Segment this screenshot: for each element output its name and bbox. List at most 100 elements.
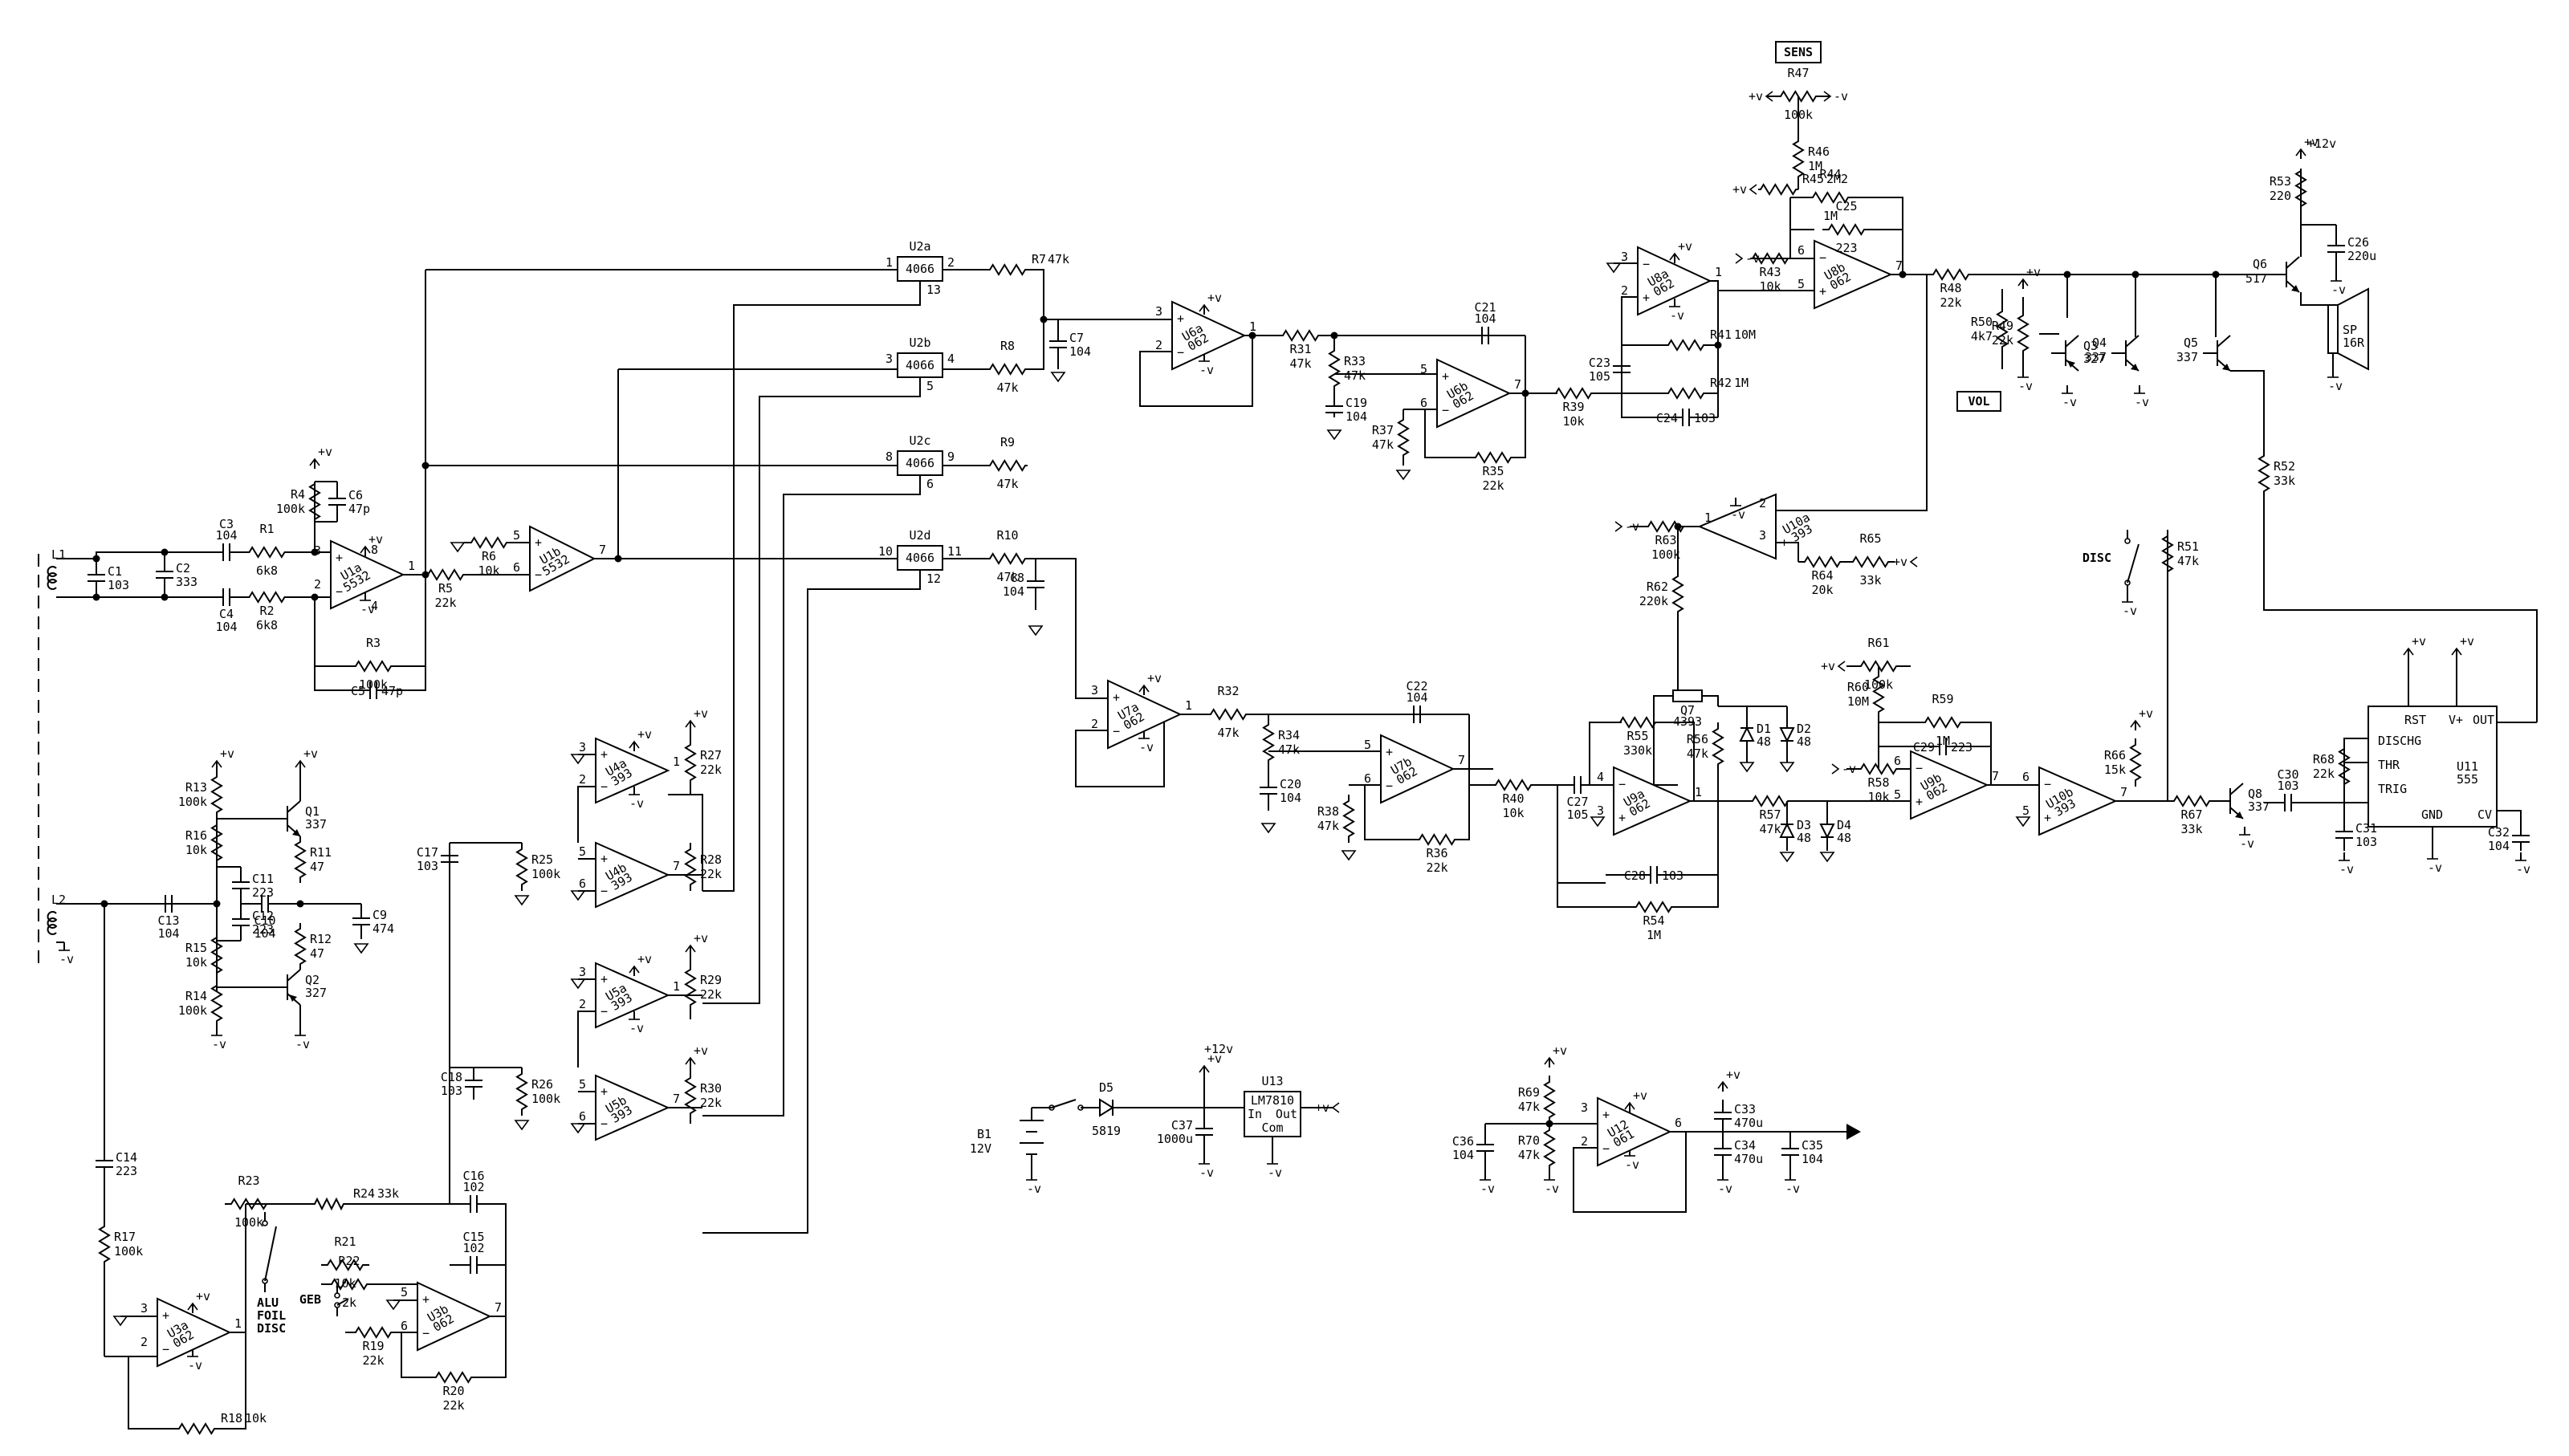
speaker-ref: SP (2343, 323, 2357, 337)
capacitor-value: 103 (417, 859, 438, 873)
resistor-ref: R7 (1032, 252, 1046, 266)
pin-number: 4 (947, 352, 955, 366)
diode-ref: D4 (1837, 818, 1851, 832)
transistor-ref: Q1 (305, 804, 320, 819)
pin-number: 6 (513, 560, 520, 575)
positive-supply-icon (2130, 719, 2141, 728)
output-arrow-icon (1846, 1124, 1861, 1140)
resistor-r5 (425, 568, 466, 581)
resistor-ref: R10 (996, 528, 1018, 543)
opamp-input-sign: + (535, 535, 542, 550)
resistor-value: 22k (1426, 860, 1447, 875)
opamp-input-sign: − (1916, 761, 1923, 775)
opamp-input-sign: − (336, 584, 343, 599)
resistor-ref: R14 (185, 989, 207, 1003)
resistor-r29 (684, 955, 697, 1019)
positive-supply-icon (1837, 661, 1846, 672)
resistor-ref: R24 (353, 1186, 375, 1201)
supply-label: +v (2412, 634, 2426, 649)
resistor-r34 (1262, 714, 1275, 771)
pin-number: 2 (1581, 1134, 1588, 1149)
resistor-value: 10k (1759, 279, 1781, 294)
resistor-ref: R54 (1643, 913, 1664, 928)
resistor-value: 100k (276, 502, 305, 516)
disc-switch (2124, 538, 2131, 544)
resistor-r60 (1872, 666, 1885, 722)
capacitor-value: 103 (1662, 868, 1683, 883)
opamp-input-sign: + (1386, 745, 1393, 759)
wire (401, 666, 426, 691)
fet-q7 (1672, 689, 1703, 702)
capacitor-value: 104 (1003, 584, 1024, 599)
positive-supply-icon (1624, 1101, 1635, 1110)
resistor-r45 (1758, 183, 1798, 196)
resistor-r43 (1750, 252, 1790, 265)
wire (1557, 883, 1606, 908)
resistor-value: 4k7 (1971, 329, 1993, 344)
opamp-u4a (595, 737, 670, 804)
timer-pin: GND (2421, 807, 2443, 822)
switch-lever (264, 1226, 277, 1282)
pin-number: 5 (513, 528, 520, 543)
junction (92, 593, 100, 601)
wire (225, 1332, 246, 1430)
pin-number: 11 (947, 544, 962, 559)
resistor-ref: R35 (1482, 464, 1504, 478)
resistor-value: 33k (2180, 822, 2202, 836)
resistor-r41 (1654, 339, 1718, 352)
diode-value: 48 (1797, 734, 1811, 749)
junction (92, 555, 100, 563)
pin-number: 2 (1759, 496, 1766, 510)
supply-label: -v (1718, 1181, 1732, 1196)
pin-number: 7 (495, 1300, 502, 1315)
supply-label: +v (2026, 265, 2041, 279)
resistor-value: 100k (531, 1092, 560, 1106)
ground-arrow-icon (1028, 625, 1044, 636)
pin-number: 1 (408, 559, 415, 573)
resistor-value: 330k (1623, 743, 1652, 758)
resistor-ref: R45 (1802, 172, 1824, 186)
capacitor-ref: C9 (373, 908, 387, 922)
pin-number: 1 (1249, 319, 1256, 334)
diode-value: 48 (1837, 831, 1851, 845)
supply-label: -v (295, 1037, 310, 1051)
resistor-ref: R38 (1317, 804, 1339, 819)
resistor-ref: R26 (531, 1077, 553, 1092)
wire (1461, 769, 1470, 840)
pin-number: 3 (886, 352, 893, 366)
supply-label: +v (1726, 1068, 1740, 1082)
resistor-r44 (1790, 191, 1871, 204)
capacitor-value: 104 (2488, 839, 2510, 853)
switch-part: 4066 (906, 551, 934, 565)
resistor-r66 (2129, 738, 2142, 787)
opamp-input-sign: − (1819, 250, 1826, 265)
resistor-r36 (1413, 833, 1461, 846)
pin-number: 7 (1458, 753, 1465, 767)
resistor-value: 47 (310, 860, 324, 874)
pin-number: 2 (1155, 338, 1162, 352)
junction (296, 900, 304, 908)
resistor-r23 (225, 1198, 273, 1210)
ground-arrow-icon (570, 754, 586, 765)
pin-number: 8 (371, 543, 378, 557)
resistor-r50 (1996, 289, 2009, 369)
opamp-input-sign: − (1177, 345, 1184, 360)
capacitor-ref: C6 (348, 488, 363, 502)
resistor-r51 (2161, 530, 2174, 578)
supply-label: +v (694, 706, 708, 721)
transistor-ref: Q8 (2248, 787, 2262, 801)
resistor-r13 (210, 771, 223, 819)
supply-label: -v (1268, 1165, 1282, 1180)
wire (1670, 722, 1695, 801)
supply-label: -v (1731, 507, 1745, 522)
opamp-input-sign: + (1177, 311, 1184, 326)
junction (1899, 270, 1907, 279)
transistor-value: 337 (2085, 350, 2107, 364)
resistor-c25 (1822, 223, 1871, 236)
resistor-value: 2k (342, 1295, 356, 1310)
diode-ref: D1 (1757, 722, 1771, 736)
wire (1871, 197, 1903, 275)
ground-arrow-icon (450, 542, 466, 553)
junction (1040, 315, 1048, 323)
transistor-value: 327 (2083, 352, 2105, 366)
